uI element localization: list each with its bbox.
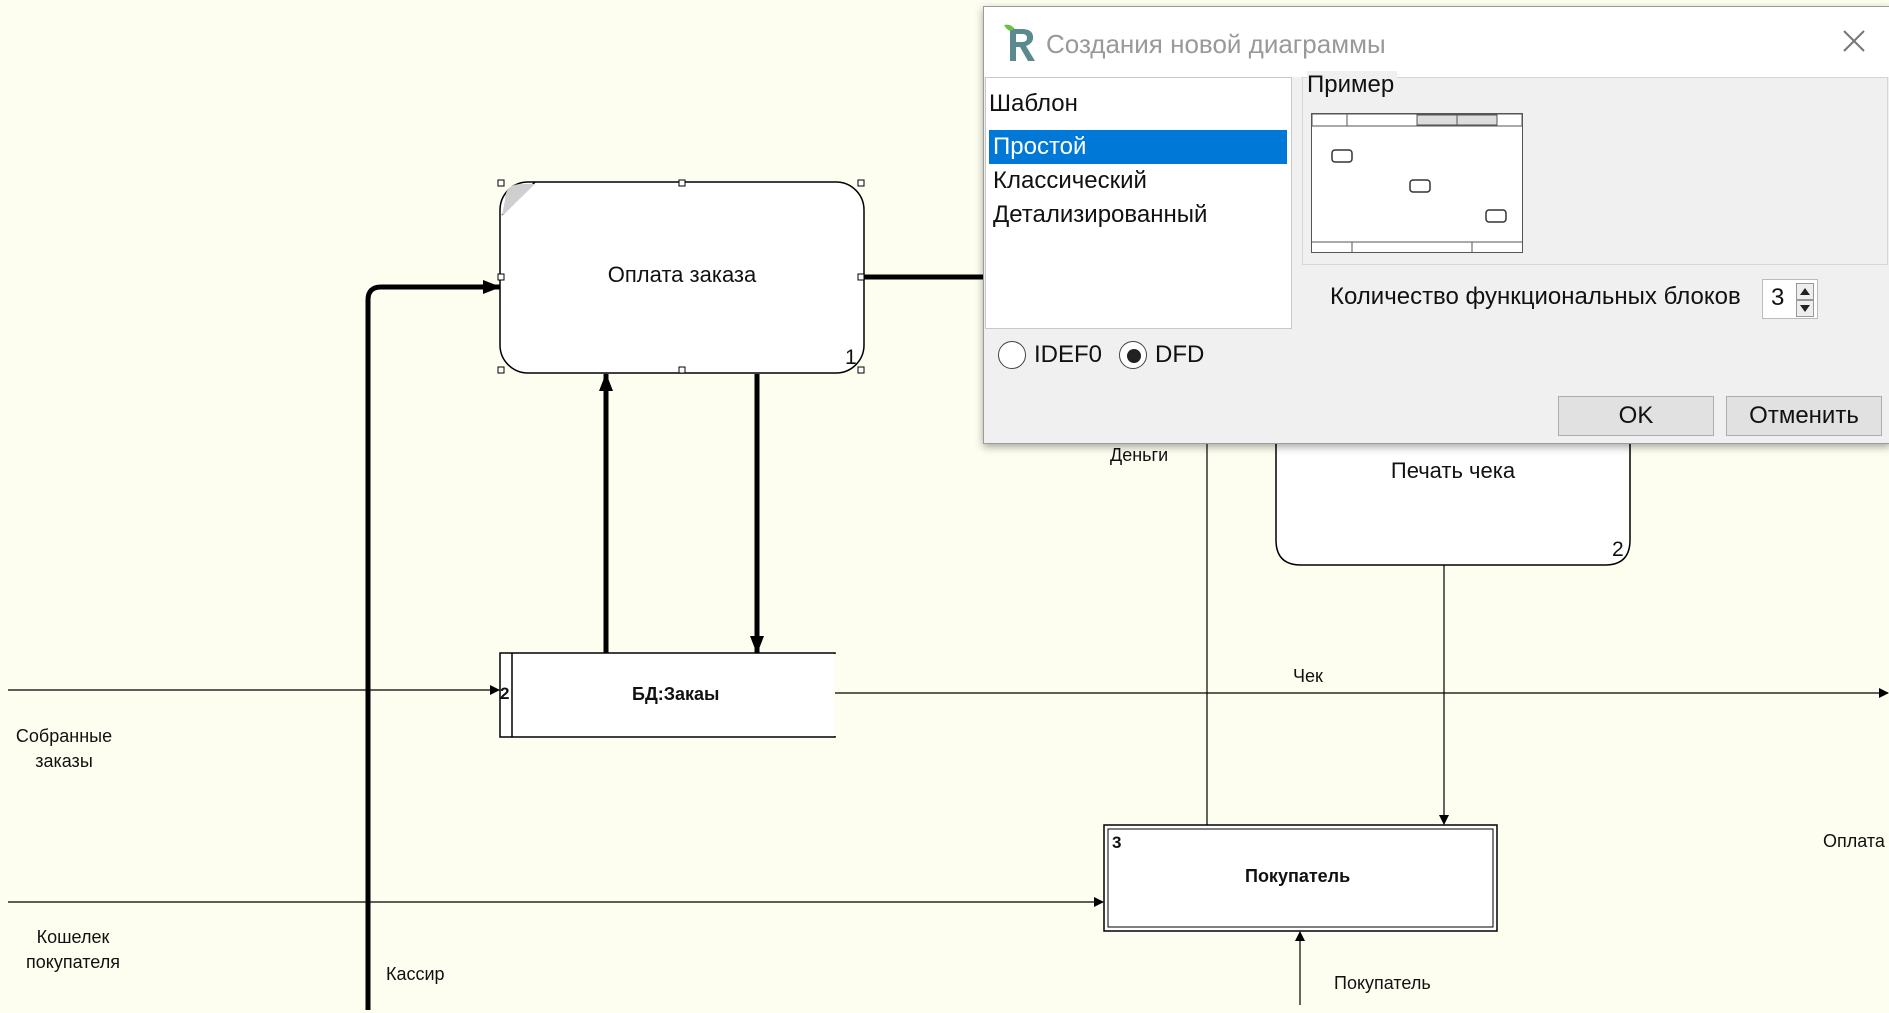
external-entity-number: 3 [1112, 833, 1122, 852]
new-diagram-dialog[interactable]: Создания новой диаграммы Шаблон Простой … [983, 6, 1889, 444]
process-corner-fill [502, 184, 535, 216]
data-store-box[interactable] [499, 652, 836, 738]
spin-down-icon[interactable] [1796, 300, 1814, 317]
data-store-title: БД:Закаы [632, 684, 720, 704]
r-logo-icon [1004, 24, 1035, 61]
radio-label-idef0: IDEF0 [1034, 341, 1103, 368]
label-money: Деньги [1110, 445, 1169, 465]
process-number-payment: 1 [845, 346, 857, 369]
process-title-payment: Оплата заказа [607, 262, 757, 287]
template-item-simple[interactable]: Простой [989, 130, 1287, 164]
template-item-detailed[interactable]: Детализированный [993, 201, 1208, 228]
spin-up-icon[interactable] [1796, 283, 1814, 300]
template-header: Шаблон [989, 90, 1078, 117]
selection-handles[interactable] [497, 179, 865, 374]
label-receipt: Чек [1293, 666, 1323, 686]
label-payment: Оплата [1823, 831, 1885, 851]
blocks-count-label: Количество функциональных блоков [1330, 283, 1741, 310]
blocks-count-spinner[interactable]: 3 [1762, 279, 1818, 319]
radio-selected-dot [1127, 349, 1141, 363]
example-preview-image [1311, 113, 1523, 253]
data-store-number: 2 [500, 684, 510, 703]
template-item-classic[interactable]: Классический [993, 167, 1147, 194]
label-buyer: Покупатель [1334, 973, 1431, 993]
arrow-cashier[interactable] [365, 280, 501, 1010]
process-number-print: 2 [1612, 538, 1624, 561]
example-header: Пример [1307, 71, 1398, 99]
radio-label-dfd: DFD [1155, 341, 1205, 368]
template-list[interactable]: Простой Классический Детализированный [989, 130, 1287, 232]
close-icon[interactable] [1836, 23, 1872, 59]
process-title-print: Печать чека [1390, 458, 1516, 483]
template-panel: Шаблон Простой Классический Детализирова… [985, 77, 1292, 329]
radio-circle-idef0[interactable] [998, 341, 1026, 369]
label-collected-orders: Собранные заказы [15, 726, 113, 771]
label-buyer-wallet: Кошелек покупателя [26, 927, 120, 972]
process-box-print[interactable] [1275, 430, 1631, 566]
cancel-button[interactable]: Отменить [1726, 396, 1882, 436]
external-entity-inner [1107, 828, 1494, 928]
example-panel: Пример Количество функциональных блоков … [1296, 71, 1889, 327]
external-entity-title: Покупатель [1245, 866, 1351, 886]
radio-circle-dfd[interactable] [1119, 341, 1147, 369]
blocks-count-value[interactable]: 3 [1771, 284, 1785, 311]
ok-button[interactable]: OK [1558, 396, 1714, 436]
external-entity-box[interactable] [1103, 824, 1498, 932]
example-groupbox [1302, 77, 1888, 265]
label-cashier: Кассир [386, 964, 445, 984]
dialog-title: Создания новой диаграммы [1046, 29, 1386, 59]
dialog-titlebar[interactable]: Создания новой диаграммы [984, 7, 1889, 77]
